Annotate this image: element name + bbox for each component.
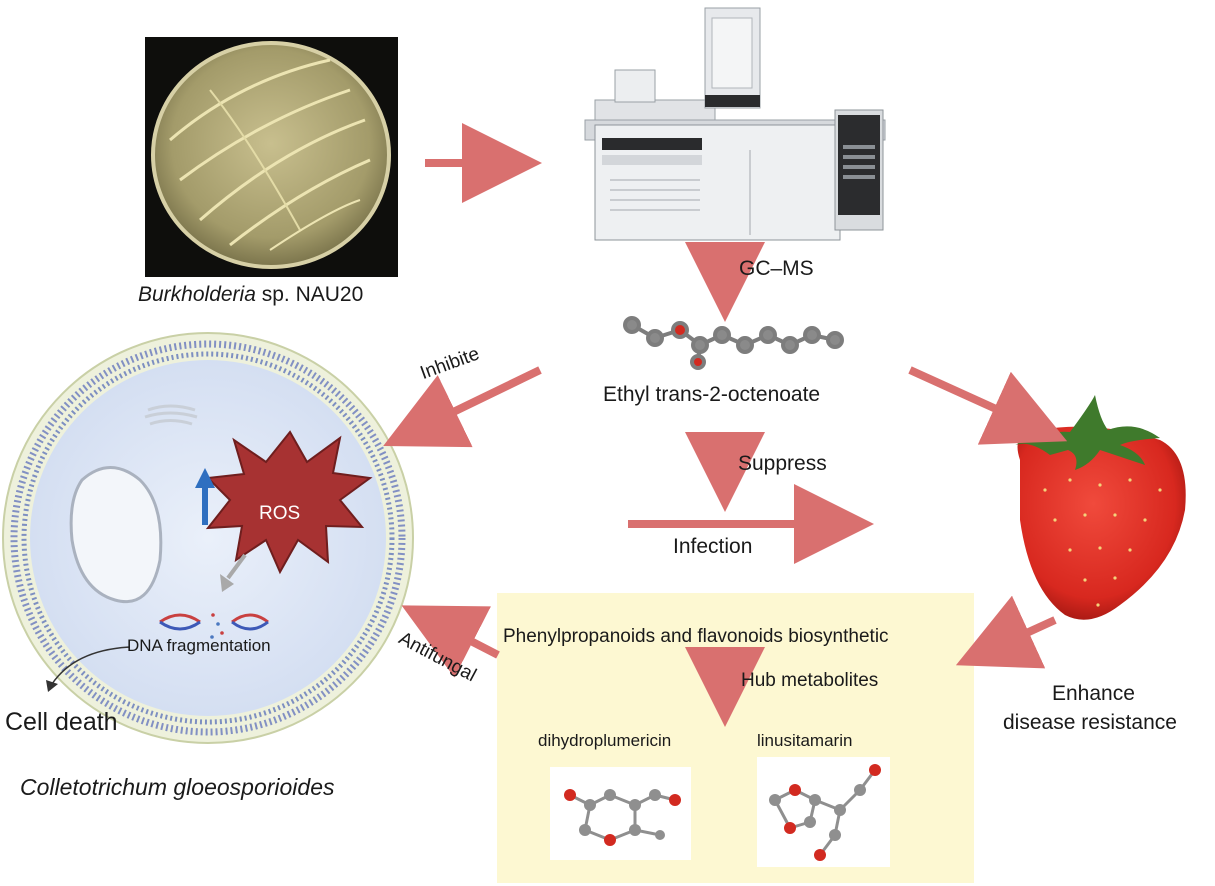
arrow-strawberry-to-box	[955, 595, 1057, 669]
metabolite-1-label: dihydroplumericin	[538, 731, 672, 750]
pathway-label: Phenylpropanoids and flavonoids biosynth…	[503, 626, 889, 647]
gcms-label: GC–MS	[739, 257, 814, 280]
bacterium-strain: sp. NAU20	[255, 283, 364, 306]
ros-label: ROS	[259, 503, 301, 524]
flow-arrows	[383, 123, 1068, 727]
infection-label: Infection	[673, 535, 753, 558]
compound-label: Ethyl trans-2-octenoate	[603, 383, 821, 406]
dihydroplumericin-structure-icon	[550, 767, 691, 860]
cell-death-label: Cell death	[5, 708, 118, 736]
arrow-compound-to-strawberry	[908, 366, 1068, 445]
dna-label: DNA fragmentation	[127, 636, 271, 655]
gc-ms-instrument-icon	[584, 7, 886, 241]
arrow-inhibite	[383, 366, 542, 448]
linusitamarin-structure-icon	[757, 757, 890, 867]
petri-dish-icon	[145, 37, 398, 277]
suppress-label: Suppress	[738, 452, 827, 475]
dna-icon	[159, 613, 269, 639]
death-arrow	[51, 646, 131, 685]
hub-label: Hub metabolites	[741, 670, 879, 691]
ros-to-dna-arrow	[220, 553, 247, 592]
ros-burst-icon	[205, 430, 373, 575]
fungus-label: Colletotrichum gloeosporioides	[20, 774, 335, 800]
bacterium-label: Burkholderia sp. NAU20	[138, 283, 363, 307]
enhance-label-line1: Enhance	[1052, 682, 1135, 705]
enhance-label-line2: disease resistance	[1003, 711, 1177, 734]
molecule-icon	[623, 316, 844, 370]
strawberry-icon	[1015, 395, 1186, 620]
fungal-cell-icon	[2, 332, 414, 744]
bacterium-genus: Burkholderia	[138, 283, 256, 306]
arrow-antifungal	[401, 605, 500, 678]
increase-arrow-icon	[195, 468, 215, 525]
metabolite-2-label: linusitamarin	[757, 731, 853, 750]
